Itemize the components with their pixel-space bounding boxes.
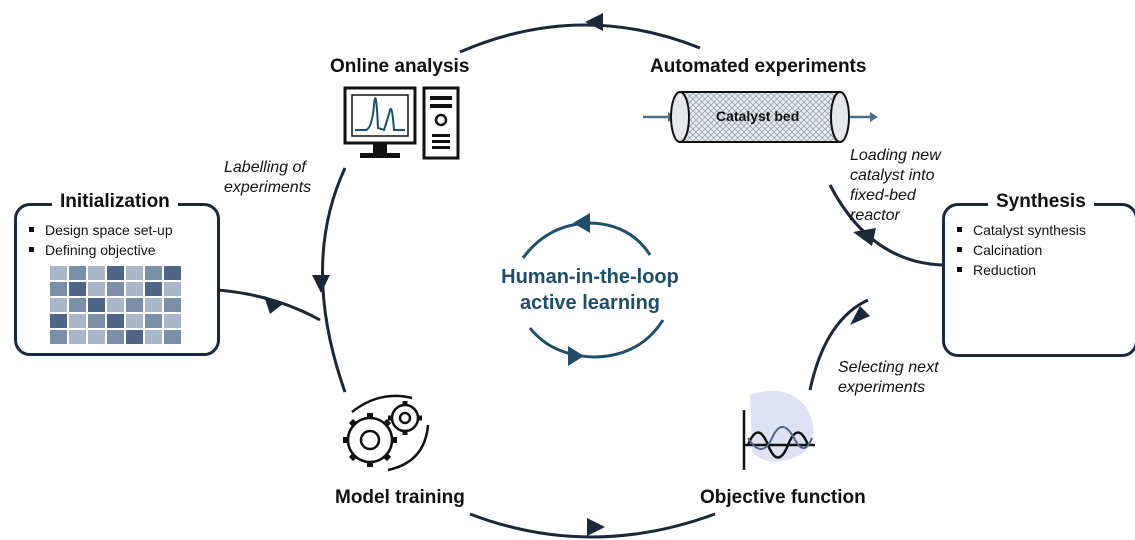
arrowhead-init <box>264 296 284 314</box>
transition-labelling-line: experiments <box>224 179 312 196</box>
grid-cell <box>107 282 124 296</box>
synthesis-item: Calcination <box>955 240 1086 260</box>
initialization-item: Defining objective <box>27 240 173 260</box>
grid-cell <box>69 298 86 312</box>
synthesis-title: Synthesis <box>988 191 1094 213</box>
grid-cell <box>164 266 181 280</box>
transition-loading-line: fixed-bed <box>850 187 916 204</box>
transition-selecting-line: experiments <box>838 379 926 396</box>
initialization-item: Design space set-up <box>27 220 173 240</box>
arc-bottom <box>469 512 716 539</box>
gears-icon <box>343 394 430 472</box>
grid-cell <box>50 282 67 296</box>
grid-cell <box>88 298 105 312</box>
grid-cell <box>107 266 124 280</box>
stage-model-training: Model training <box>335 487 465 508</box>
arc-left <box>321 167 347 393</box>
grid-cell <box>107 330 124 344</box>
objective-function-icon <box>742 390 815 470</box>
reactor-icon <box>643 91 878 143</box>
grid-cell <box>145 298 162 312</box>
center-arc-bottom <box>528 319 665 359</box>
center-arrowhead-bottom <box>568 346 584 366</box>
center-title-line-1: Human-in-the-loop <box>501 266 679 288</box>
transition-labelling-line: Labelling of <box>224 159 306 176</box>
arrowhead-synthesis <box>853 228 876 246</box>
computer-icon <box>343 86 460 160</box>
grid-cell <box>88 314 105 328</box>
synthesis-item: Reduction <box>955 260 1086 280</box>
transition-selecting: Selecting next experiments <box>838 358 939 398</box>
grid-cell <box>126 266 143 280</box>
grid-cell <box>50 266 67 280</box>
stage-automated-experiments: Automated experiments <box>650 56 867 77</box>
stage-online-analysis: Online analysis <box>330 56 470 77</box>
arrowhead-bottom <box>587 518 605 536</box>
initialization-title: Initialization <box>52 191 178 213</box>
grid-cell <box>69 330 86 344</box>
grid-cell <box>88 282 105 296</box>
transition-loading-line: catalyst into <box>850 167 935 184</box>
arrowhead-top <box>585 13 603 31</box>
grid-cell <box>145 266 162 280</box>
grid-cell <box>69 266 86 280</box>
grid-cell <box>69 282 86 296</box>
synthesis-item: Catalyst synthesis <box>955 220 1086 240</box>
transition-loading-line: Loading new <box>850 147 941 164</box>
arc-right <box>808 298 869 391</box>
center-title-line-2: active learning <box>519 292 661 314</box>
transition-loading: Loading new catalyst into fixed-bed reac… <box>850 146 941 226</box>
grid-cell <box>69 314 86 328</box>
grid-cell <box>164 298 181 312</box>
grid-cell <box>88 266 105 280</box>
grid-cell <box>107 298 124 312</box>
arc-synthesis-to-reactor <box>828 184 943 267</box>
grid-cell <box>126 330 143 344</box>
grid-cell <box>50 298 67 312</box>
transition-loading-line: reactor <box>850 207 900 224</box>
initialization-box: Design space set-up Defining objective <box>14 203 220 356</box>
transition-selecting-line: Selecting next <box>838 359 939 376</box>
grid-cell <box>126 282 143 296</box>
grid-cell <box>145 330 162 344</box>
synthesis-list: Catalyst synthesis Calcination Reduction <box>955 220 1086 280</box>
transition-labelling: Labelling of experiments <box>224 158 311 198</box>
arrowhead-right <box>850 306 870 325</box>
grid-cell <box>145 314 162 328</box>
grid-cell <box>126 314 143 328</box>
grid-cell <box>164 330 181 344</box>
grid-cell <box>126 298 143 312</box>
grid-cell <box>88 330 105 344</box>
arc-top <box>459 23 701 54</box>
grid-cell <box>50 314 67 328</box>
center-arrowhead-top <box>573 213 590 233</box>
reactor-label: Catalyst bed <box>716 108 800 124</box>
arrowhead-left <box>312 275 330 293</box>
center-title: Human-in-the-loop active learning <box>480 264 700 316</box>
grid-cell <box>145 282 162 296</box>
synthesis-box: Catalyst synthesis Calcination Reduction <box>942 203 1135 357</box>
initialization-list: Design space set-up Defining objective <box>27 220 173 260</box>
grid-cell <box>164 314 181 328</box>
grid-cell <box>107 314 124 328</box>
grid-cell <box>50 330 67 344</box>
grid-cell <box>164 282 181 296</box>
stage-objective-function: Objective function <box>700 487 866 508</box>
